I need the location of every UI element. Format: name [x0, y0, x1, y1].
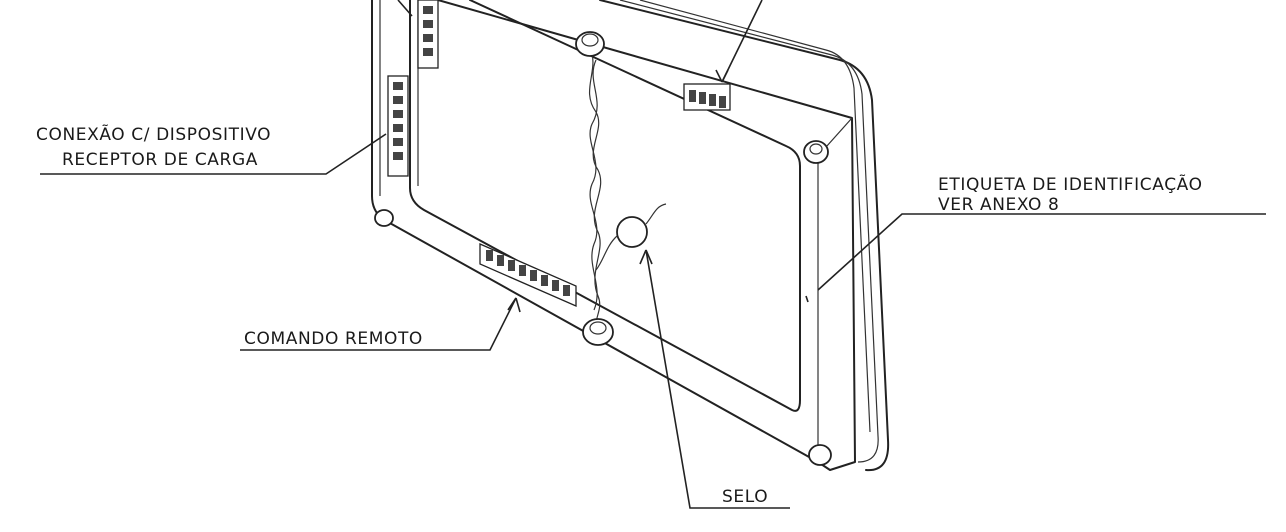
leader-seal [645, 249, 790, 509]
remote-command-connector-icon [479, 243, 577, 307]
boss-bottom-center-icon [582, 318, 614, 346]
leader-lines [40, 0, 1266, 509]
label-connection-line1: CONEXÃO C/ DISPOSITIVO [36, 123, 271, 145]
label-remote-command: COMANDO REMOTO [244, 329, 423, 349]
label-id-line1: ETIQUETA DE IDENTIFICAÇÃO [938, 173, 1203, 195]
leader-top-connector [397, 0, 413, 17]
label-seal: SELO [722, 487, 768, 507]
label-connection-line2: RECEPTOR DE CARGA [62, 150, 258, 170]
seal-icon [595, 203, 667, 271]
boss-right-bottom-icon [808, 444, 832, 466]
boss-top-center-icon [575, 31, 605, 57]
seal-wire [588, 47, 602, 329]
leader-remote-command [240, 297, 517, 351]
boss-right-top-icon [803, 140, 829, 164]
leader-id-label [817, 213, 1266, 291]
mounting-bosses [374, 31, 832, 466]
label-id-line2: VER ANEXO 8 [938, 195, 1059, 215]
device-housing [371, 0, 856, 471]
leader-serial-connector [721, 0, 763, 83]
load-receptor-connector-icon [387, 75, 409, 177]
boss-left-icon [374, 209, 394, 227]
serial-connector-icon [683, 83, 731, 111]
device-bezel [599, 0, 890, 472]
top-connector-icon [417, 0, 439, 69]
leader-load-receptor [40, 133, 387, 175]
